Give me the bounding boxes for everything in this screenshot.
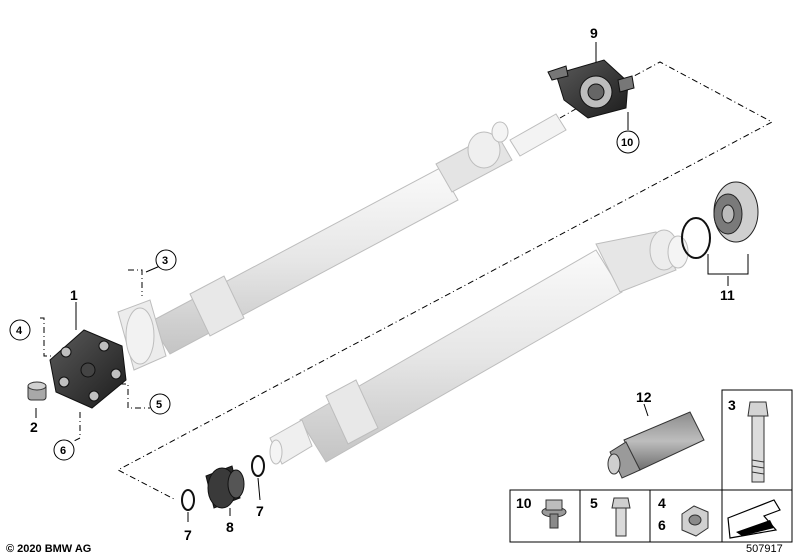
callout-1: 1 [70, 287, 78, 303]
callout-4: 4 [16, 325, 23, 337]
legend-label-3: 3 [728, 397, 736, 413]
callout-4-circle [9, 319, 31, 341]
boot-part-8 [205, 465, 245, 509]
callout-3: 3 [162, 255, 168, 267]
diagram-number: 507917 [746, 543, 783, 555]
legend-label-10: 10 [516, 495, 532, 511]
bushing-part-2 [27, 381, 47, 401]
callout-7-left: 7 [184, 527, 192, 543]
callout-3-circle [155, 249, 177, 271]
long-bolt-icon [747, 401, 769, 483]
callout-11: 11 [720, 287, 735, 303]
callout-12: 12 [636, 389, 652, 405]
flange-part-11 [681, 181, 759, 275]
callout-6-circle [53, 439, 75, 461]
legend-label-4: 4 [658, 495, 666, 511]
callout-9: 9 [590, 25, 598, 41]
lower-driveshaft [269, 229, 689, 465]
upper-driveshaft [117, 113, 567, 371]
callout-5-circle [149, 393, 171, 415]
o-ring-part-7-right [251, 455, 265, 477]
flange-bolt-icon [541, 499, 567, 529]
legend-box-10 [509, 489, 581, 543]
legend-label-6: 6 [658, 517, 666, 533]
callout-2: 2 [30, 419, 38, 435]
center-bearing-part-9 [547, 59, 635, 119]
callout-7-right: 7 [256, 503, 264, 519]
callout-10-circle [616, 130, 640, 154]
callout-8: 8 [226, 519, 234, 535]
legend-label-5: 5 [590, 495, 598, 511]
legend-contents: 3 10 5 4 6 [516, 397, 781, 539]
o-ring-part-7-left [181, 489, 195, 511]
copyright-text: © 2020 BMW AG [6, 543, 92, 555]
callout-10: 10 [621, 137, 633, 149]
direction-arrow-icon [727, 499, 781, 539]
callouts: 1 2 3 4 5 6 7 8 7 9 10 11 12 [9, 25, 735, 543]
leader-lines [35, 42, 729, 522]
short-bolt-icon [611, 497, 631, 537]
flex-disc-part-1 [49, 329, 127, 409]
legend-box-5 [579, 489, 651, 543]
hex-nut-icon [681, 505, 709, 537]
grease-tube-part-12 [607, 411, 705, 479]
callout-6: 6 [60, 445, 66, 457]
callout-5: 5 [156, 399, 162, 411]
